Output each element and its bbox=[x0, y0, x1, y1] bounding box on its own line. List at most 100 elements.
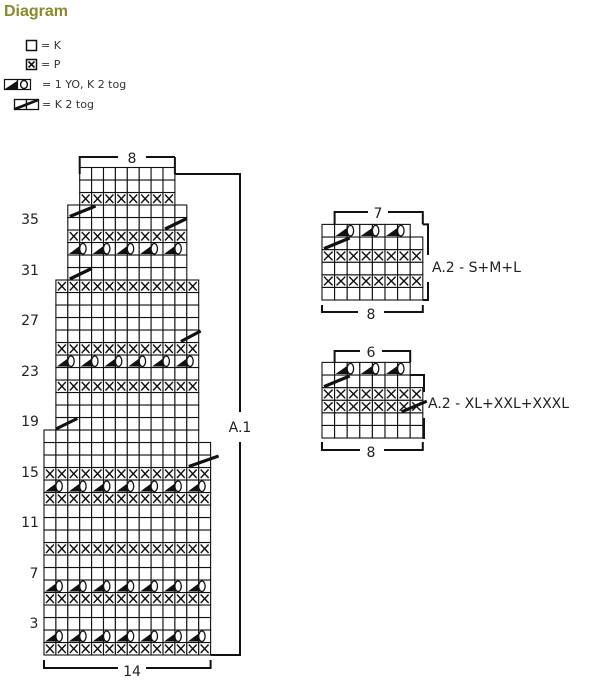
grid-cell bbox=[150, 329, 164, 344]
yo-k2tog-triangle bbox=[116, 244, 130, 254]
grid-cell bbox=[198, 604, 212, 619]
yo-oval bbox=[198, 580, 206, 593]
grid-cell bbox=[198, 566, 212, 581]
grid-cell bbox=[138, 529, 152, 544]
grid-cell bbox=[162, 504, 176, 519]
grid-cell bbox=[91, 404, 105, 419]
grid-cell bbox=[79, 404, 93, 419]
purl-mark bbox=[69, 381, 79, 391]
purl-mark bbox=[93, 194, 103, 204]
yo-k2tog-triangle bbox=[360, 226, 375, 236]
grid-cell bbox=[186, 504, 200, 519]
a2-xl-label: A.2 - XL+XXL+XXXL bbox=[428, 396, 569, 412]
grid-cell bbox=[359, 261, 373, 276]
row-number-15: 15 bbox=[21, 465, 39, 481]
purl-mark bbox=[81, 194, 91, 204]
yo-k2tog-triangle bbox=[68, 582, 82, 592]
purl-mark bbox=[104, 644, 114, 654]
purl-mark bbox=[69, 494, 79, 504]
yo-k2tog-triangle bbox=[187, 482, 201, 492]
purl-mark bbox=[45, 494, 55, 504]
row-number-3: 3 bbox=[30, 616, 39, 632]
grid-cell bbox=[174, 316, 188, 331]
purl-mark bbox=[361, 251, 371, 261]
grid-cell bbox=[102, 254, 116, 269]
k2tog-slash bbox=[323, 236, 351, 251]
grid-cell bbox=[138, 504, 152, 519]
grid-cell bbox=[321, 261, 336, 276]
purl-mark bbox=[104, 381, 114, 391]
grid-cell bbox=[138, 441, 152, 456]
purl-mark bbox=[152, 594, 162, 604]
purl-mark bbox=[386, 389, 397, 399]
grid-cell bbox=[91, 329, 105, 344]
purl-mark bbox=[57, 469, 67, 479]
grid-cell bbox=[346, 412, 361, 426]
yo-k2tog-triangle bbox=[128, 357, 142, 367]
grid-cell bbox=[114, 554, 128, 569]
grid-cell bbox=[359, 424, 373, 439]
grid-cell bbox=[174, 554, 188, 569]
purl-mark bbox=[93, 594, 103, 604]
grid-cell bbox=[102, 316, 116, 331]
grid-cell bbox=[102, 366, 116, 381]
grid-cell bbox=[91, 441, 105, 456]
grid-cell bbox=[79, 429, 93, 444]
grid-cell bbox=[126, 304, 140, 319]
grid-cell bbox=[186, 391, 200, 406]
grid-cell bbox=[150, 454, 164, 469]
a2-xl-side-bracket bbox=[410, 374, 425, 392]
grid-cell bbox=[397, 261, 411, 276]
a1-label: A.1 bbox=[229, 420, 252, 436]
purl-mark bbox=[116, 494, 126, 504]
grid-cell bbox=[138, 254, 152, 269]
yo-k2tog-triangle bbox=[187, 582, 201, 592]
grid-cell bbox=[174, 504, 188, 519]
yo-k2tog-triangle bbox=[68, 482, 82, 492]
grid-cell bbox=[138, 291, 152, 306]
grid-cell bbox=[138, 304, 152, 319]
grid-cell bbox=[126, 441, 140, 456]
yo-k2tog-triangle bbox=[164, 582, 177, 592]
purl-mark bbox=[348, 389, 359, 399]
grid-cell bbox=[174, 204, 188, 219]
legend-yo-k2tog-text: = 1 YO, K 2 tog bbox=[42, 78, 127, 91]
grid-cell bbox=[114, 329, 128, 344]
grid-cell bbox=[186, 304, 200, 319]
grid-cell bbox=[126, 554, 140, 569]
a2-sml-top-width: 7 bbox=[374, 206, 383, 222]
grid-cell bbox=[55, 566, 69, 581]
purl-mark bbox=[200, 544, 210, 554]
purl-mark bbox=[200, 494, 210, 504]
grid-cell bbox=[67, 604, 81, 619]
yo-oval bbox=[102, 480, 111, 493]
purl-mark bbox=[57, 494, 67, 504]
grid-cell bbox=[174, 454, 188, 469]
legend-purl-text: = P bbox=[41, 58, 61, 71]
purl-mark bbox=[164, 231, 174, 241]
purl-mark bbox=[81, 644, 91, 654]
grid-cell bbox=[138, 429, 152, 444]
purl-mark bbox=[140, 231, 150, 241]
grid-cell bbox=[384, 261, 399, 276]
purl-mark bbox=[336, 389, 346, 399]
purl-mark bbox=[69, 544, 79, 554]
purl-mark bbox=[361, 276, 371, 286]
purl-mark bbox=[176, 281, 186, 291]
purl-mark bbox=[69, 469, 79, 479]
yo-oval bbox=[371, 224, 380, 237]
grid-cell bbox=[67, 554, 81, 569]
grid-cell bbox=[114, 179, 128, 194]
grid-cell bbox=[114, 529, 128, 544]
grid-cell bbox=[384, 286, 399, 301]
grid-cell bbox=[114, 429, 128, 444]
purl-mark bbox=[116, 544, 126, 554]
k2tog-slash bbox=[55, 417, 79, 431]
grid-cell bbox=[67, 329, 81, 344]
grid-cell bbox=[397, 412, 411, 426]
a1-bottom-bracket bbox=[43, 660, 118, 669]
grid-cell bbox=[174, 291, 188, 306]
purl-mark bbox=[128, 231, 138, 241]
grid-cell bbox=[174, 366, 188, 381]
purl-mark bbox=[57, 544, 67, 554]
